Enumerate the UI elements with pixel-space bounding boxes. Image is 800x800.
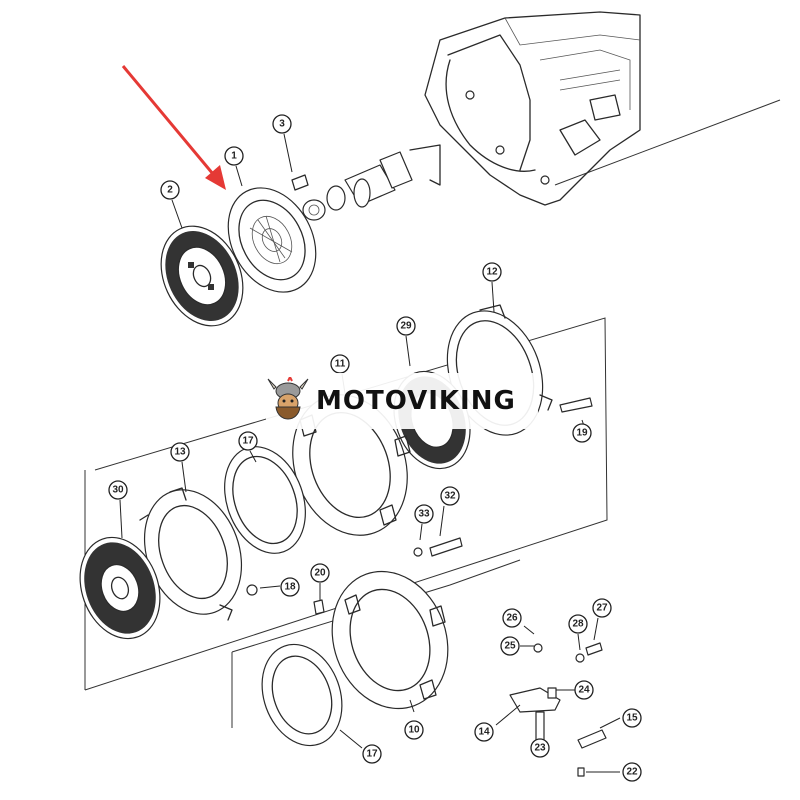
callout-label: 11 xyxy=(335,359,346,370)
viking-head-icon xyxy=(267,377,309,420)
callout-circle xyxy=(502,608,522,628)
callout-label: 10 xyxy=(408,725,420,736)
callout-10: 10 xyxy=(404,720,424,740)
callout-circle xyxy=(592,598,612,618)
friction-ring-17-lower xyxy=(261,643,343,747)
callout-circle xyxy=(160,180,180,200)
callout-1: 1 xyxy=(224,146,244,166)
callout-22: 22 xyxy=(622,762,642,782)
callout-label: 2 xyxy=(167,185,173,196)
callout-circle xyxy=(272,114,292,134)
callout-32: 32 xyxy=(440,486,460,506)
callout-circle xyxy=(108,480,128,500)
callout-13: 13 xyxy=(170,442,190,462)
callout-circle xyxy=(414,504,434,524)
release-bearing-assembly xyxy=(259,144,441,233)
callout-circle xyxy=(530,738,550,758)
callout-label: 13 xyxy=(174,447,186,458)
callout-12: 12 xyxy=(482,262,502,282)
callout-17: 17 xyxy=(238,431,258,451)
callout-label: 30 xyxy=(112,485,124,496)
callout-label: 23 xyxy=(534,743,546,754)
clutch-disc-2 xyxy=(160,225,244,327)
callout-circle xyxy=(572,423,592,443)
callout-label: 12 xyxy=(486,267,498,278)
callout-11: 11 xyxy=(330,354,350,374)
brand-watermark: MOTOVIKING xyxy=(266,373,538,429)
callout-2: 2 xyxy=(160,180,180,200)
callout-label: 17 xyxy=(366,749,378,760)
callout-18: 18 xyxy=(280,577,300,597)
callout-23: 23 xyxy=(530,738,550,758)
callout-label: 19 xyxy=(576,428,588,439)
callout-26: 26 xyxy=(502,608,522,628)
callout-label: 1 xyxy=(231,151,237,162)
brand-name: MOTOVIKING xyxy=(316,386,516,416)
callout-circle xyxy=(622,762,642,782)
callout-label: 17 xyxy=(242,436,254,447)
callout-label: 24 xyxy=(578,685,590,696)
callout-27: 27 xyxy=(592,598,612,618)
pressure-plate-1 xyxy=(227,187,317,293)
callout-17: 17 xyxy=(362,744,382,764)
callout-circle xyxy=(440,486,460,506)
callout-3: 3 xyxy=(272,114,292,134)
callout-label: 14 xyxy=(478,727,490,738)
callout-circle xyxy=(396,316,416,336)
callout-19: 19 xyxy=(572,423,592,443)
transmission-housing xyxy=(424,11,641,206)
callout-14: 14 xyxy=(474,722,494,742)
callout-label: 18 xyxy=(284,582,296,593)
part-callouts: 1231011121314151717181920222324252627282… xyxy=(108,114,642,782)
callout-24: 24 xyxy=(574,680,594,700)
callout-label: 26 xyxy=(506,613,518,624)
callout-label: 3 xyxy=(279,119,285,130)
callout-circle xyxy=(362,744,382,764)
clutch-disc-30 xyxy=(79,536,161,640)
callout-label: 33 xyxy=(418,509,430,520)
callout-25: 25 xyxy=(500,636,520,656)
callout-label: 25 xyxy=(504,641,516,652)
callout-20: 20 xyxy=(310,563,330,583)
callout-circle xyxy=(238,431,258,451)
callout-circle xyxy=(310,563,330,583)
callout-circle xyxy=(280,577,300,597)
callout-circle xyxy=(474,722,494,742)
leader-lines xyxy=(119,133,621,773)
callout-15: 15 xyxy=(622,708,642,728)
callout-circle xyxy=(574,680,594,700)
callout-circle xyxy=(568,614,588,634)
callout-29: 29 xyxy=(396,316,416,336)
callout-33: 33 xyxy=(414,504,434,524)
callout-label: 28 xyxy=(572,619,584,630)
callout-30: 30 xyxy=(108,480,128,500)
callout-circle xyxy=(622,708,642,728)
callout-circle xyxy=(224,146,244,166)
callout-circle xyxy=(482,262,502,282)
callout-label: 20 xyxy=(314,568,326,579)
callout-circle xyxy=(170,442,190,462)
callout-label: 15 xyxy=(626,713,638,724)
callout-label: 32 xyxy=(444,491,456,502)
callout-label: 27 xyxy=(596,603,608,614)
pressure-plate-13 xyxy=(139,487,243,621)
callout-label: 22 xyxy=(626,767,638,778)
clutch-housing-10 xyxy=(331,570,449,710)
small-hardware xyxy=(246,397,607,777)
callout-circle xyxy=(404,720,424,740)
callout-circle xyxy=(500,636,520,656)
callout-28: 28 xyxy=(568,614,588,634)
callout-label: 29 xyxy=(400,321,412,332)
highlight-arrow xyxy=(121,65,226,190)
